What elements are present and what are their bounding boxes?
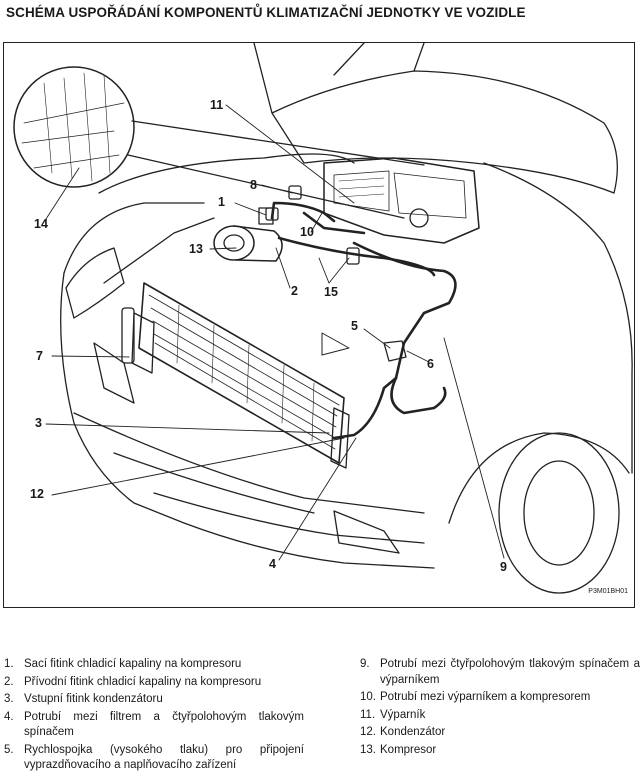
legend-left: 1. Sací fitink chladicí kapaliny na komp…	[4, 657, 304, 776]
legend-item: 13. Kompresor	[360, 743, 640, 759]
callout-7: 7	[36, 349, 43, 363]
callout-2: 2	[291, 284, 298, 298]
legend-item: 2. Přívodní fitink chladicí kapaliny na …	[4, 675, 304, 691]
callout-13: 13	[189, 242, 203, 256]
callout-6: 6	[427, 357, 434, 371]
legend-item: 3. Vstupní fitink kondenzátoru	[4, 692, 304, 708]
legend-text: Kondenzátor	[380, 726, 446, 738]
legend-item: 11. Výparník	[360, 708, 640, 724]
legend-text: Sací fitink chladicí kapaliny na kompres…	[24, 658, 242, 670]
legend-text: Vstupní fitink kondenzátoru	[24, 693, 163, 705]
legend-number: 12.	[360, 726, 376, 738]
callout-10: 10	[300, 225, 314, 239]
legend-number: 5.	[4, 743, 14, 756]
legend-item: 9. Potrubí mezi čtyřpolohovým tlakovým s…	[360, 657, 640, 688]
callout-4: 4	[269, 557, 276, 571]
callout-9: 9	[500, 560, 507, 574]
callout-15: 15	[324, 285, 338, 299]
legend-item: 1. Sací fitink chladicí kapaliny na komp…	[4, 657, 304, 673]
page-title: SCHÉMA USPOŘÁDÁNÍ KOMPONENTŮ KLIMATIZAČN…	[6, 5, 526, 20]
legend-item: 5. Rychlospojka (vysokého tlaku) pro při…	[4, 743, 304, 774]
legend-number: 13.	[360, 743, 376, 756]
legend-text: Potrubí mezi čtyřpolohovým tlakovým spín…	[380, 658, 640, 686]
legend-number: 4.	[4, 710, 14, 723]
legend-number: 1.	[4, 658, 14, 670]
legend-number: 10.	[360, 691, 376, 703]
callout-12: 12	[30, 487, 44, 501]
ac-component-diagram: 11 8 1 10 13 2 15 5 6 7 3 12 4 9 14 P3M0…	[3, 42, 635, 608]
legend-text: Kompresor	[380, 743, 437, 756]
legend-item: 10. Potrubí mezi výparníkem a kompresore…	[360, 690, 640, 706]
legend-text: Výparník	[380, 708, 426, 721]
callout-8: 8	[250, 178, 257, 192]
callout-14: 14	[34, 217, 48, 231]
callout-5: 5	[351, 319, 358, 333]
callout-3: 3	[35, 416, 42, 430]
legend-number: 11.	[360, 708, 376, 721]
figure-code: P3M01BH01	[588, 588, 628, 595]
legend-text: Rychlospojka (vysokého tlaku) pro připoj…	[24, 743, 304, 772]
callout-11: 11	[210, 98, 224, 112]
legend-number: 9.	[360, 658, 370, 670]
legend-text: Přívodní fitink chladicí kapaliny na kom…	[24, 675, 262, 688]
legend-number: 2.	[4, 675, 14, 688]
legend-right: 9. Potrubí mezi čtyřpolohovým tlakovým s…	[360, 657, 640, 760]
legend-item: 4. Potrubí mezi filtrem a čtyřpolohovým …	[4, 710, 304, 741]
vehicle-drawing	[13, 43, 633, 594]
legend-number: 3.	[4, 693, 14, 705]
legend-text: Potrubí mezi filtrem a čtyřpolohovým tla…	[24, 710, 304, 739]
callout-1: 1	[218, 195, 225, 209]
legend-text: Potrubí mezi výparníkem a kompresorem	[380, 691, 591, 703]
legend-item: 12. Kondenzátor	[360, 725, 640, 741]
